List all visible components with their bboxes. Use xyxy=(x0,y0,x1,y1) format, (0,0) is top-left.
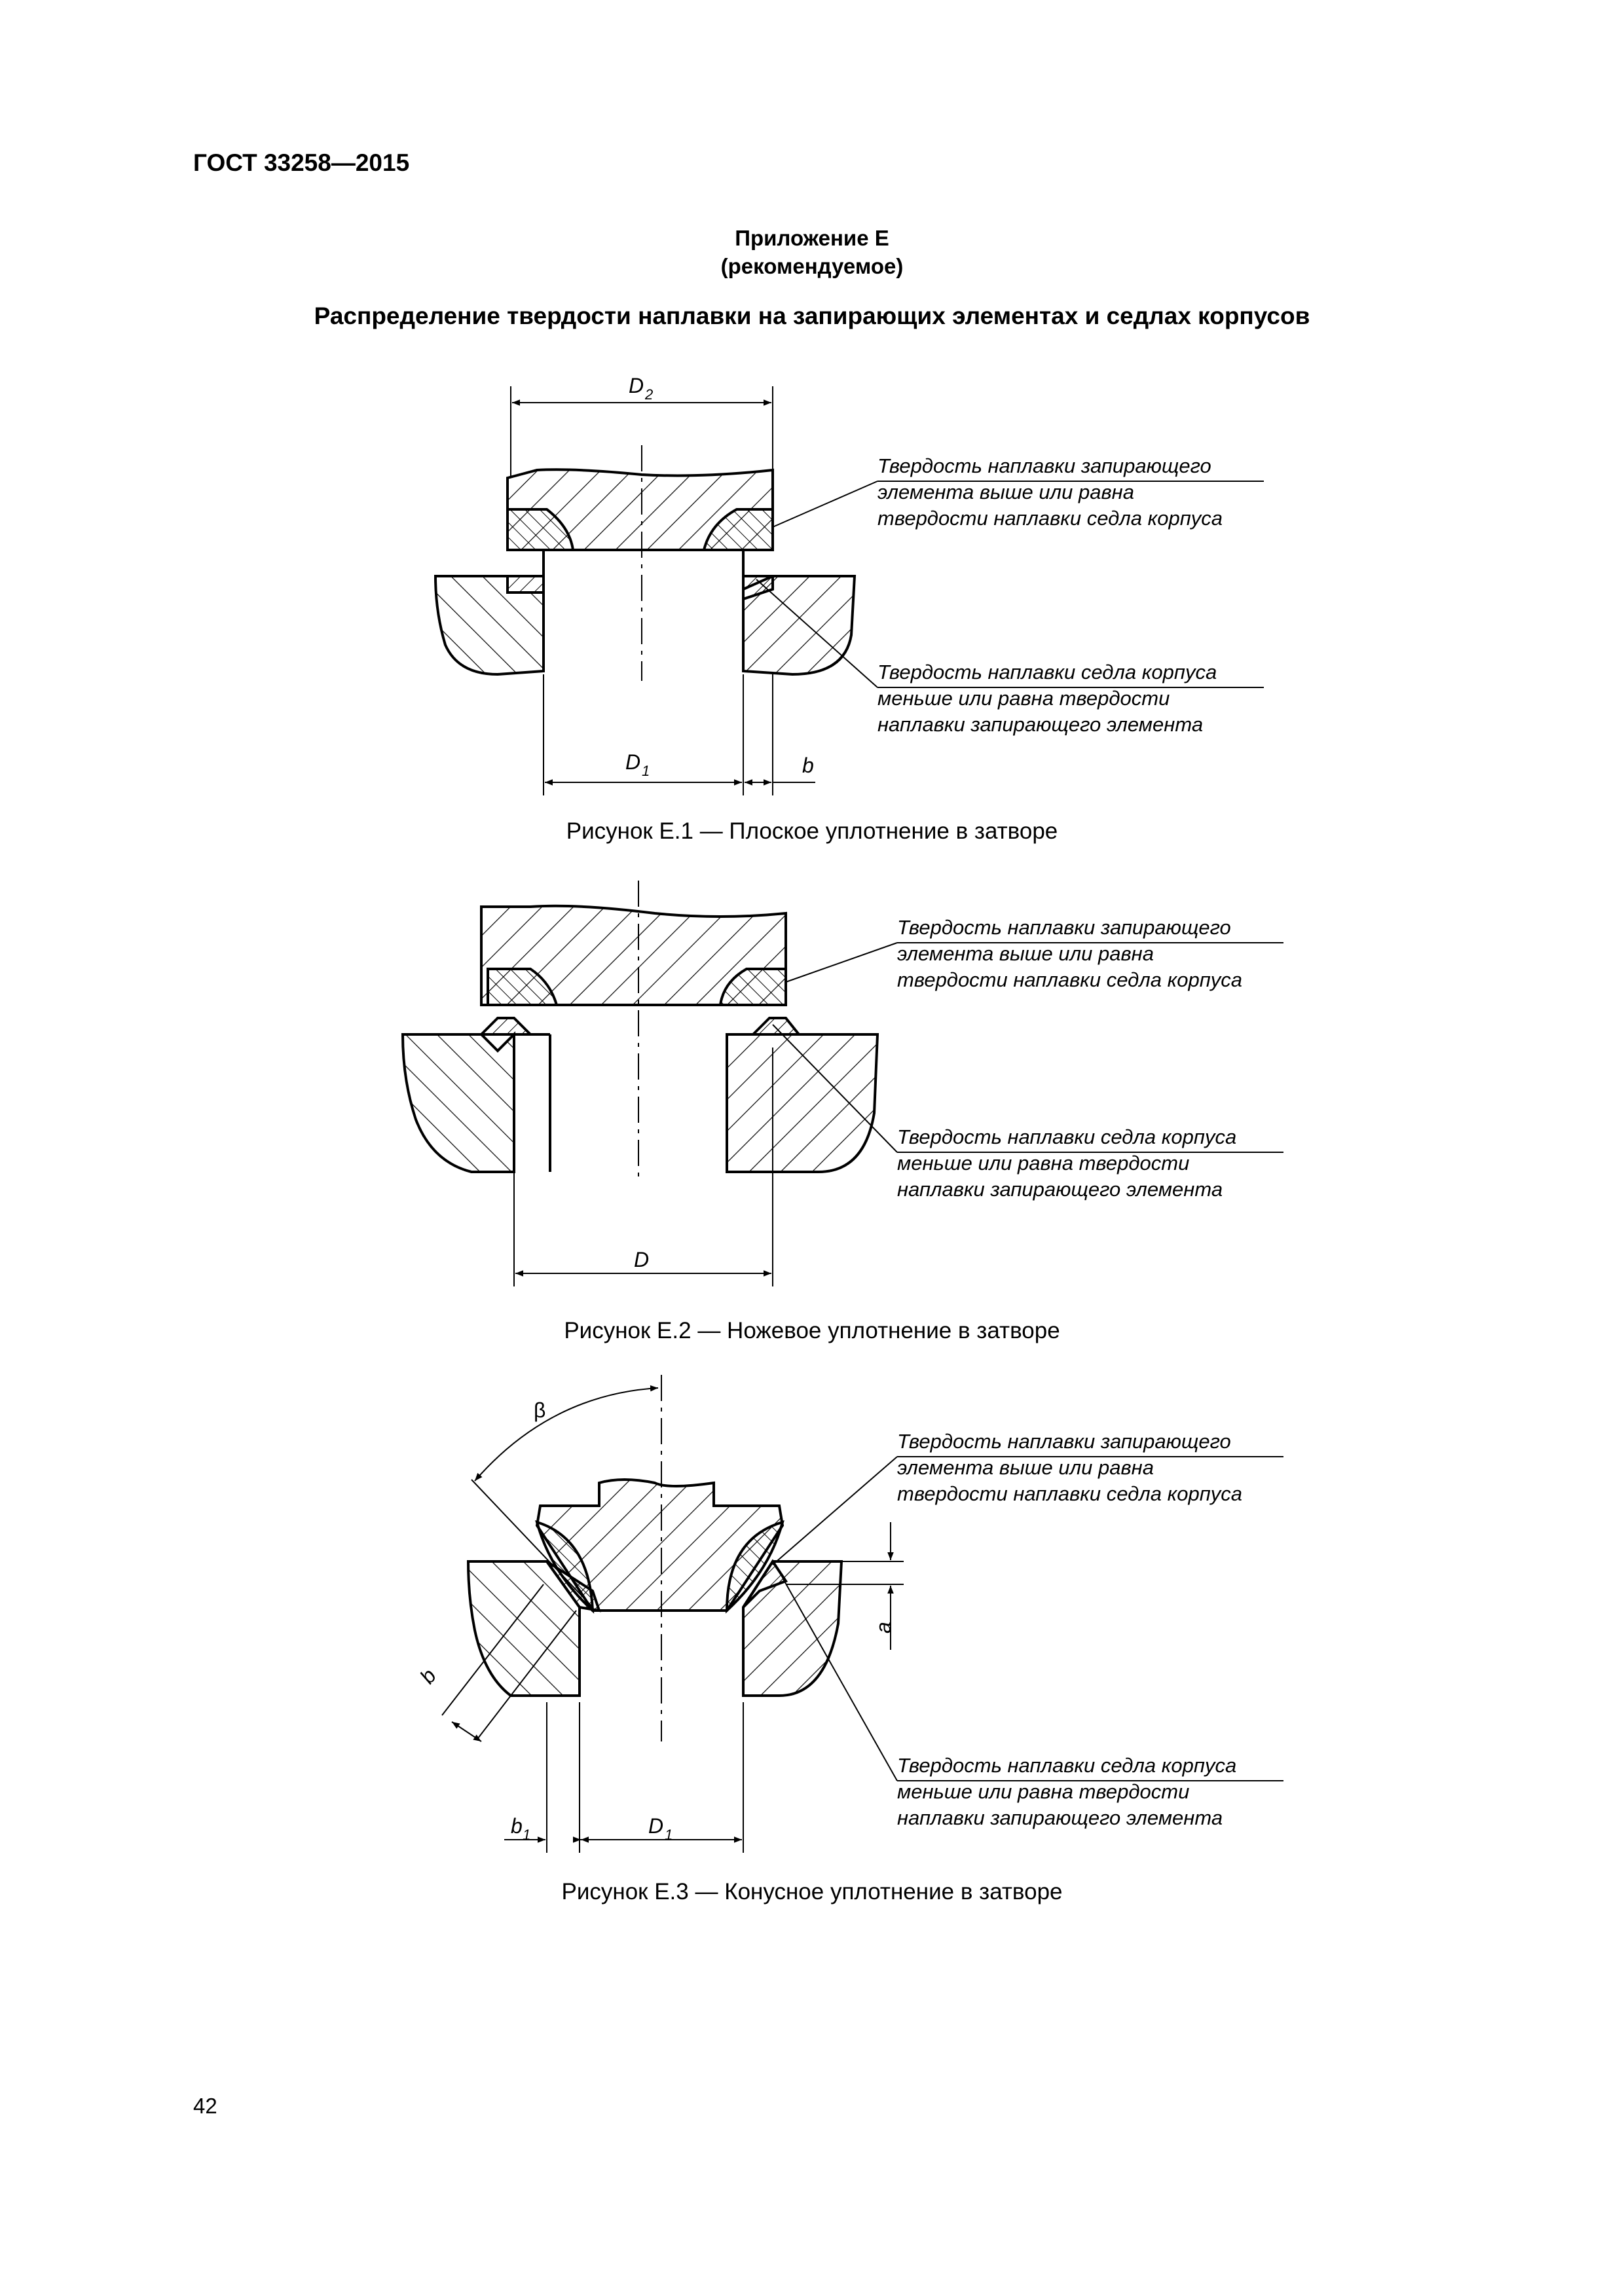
note-upper-line1: Твердость наплавки запирающего xyxy=(897,916,1231,939)
dim-d1-subscript: 1 xyxy=(665,1827,673,1843)
note-upper-line1: Твердость наплавки запирающего xyxy=(897,1430,1231,1453)
dim-d1-label: D xyxy=(648,1814,663,1838)
dim-d-label: D xyxy=(634,1248,649,1271)
dim-b-label: b xyxy=(415,1664,441,1688)
note-lower-line2: меньше или равна твердости xyxy=(897,1152,1189,1175)
annex-status: (рекомендуемое) xyxy=(720,254,904,278)
note-upper-line2: элемента выше или равна xyxy=(877,481,1134,503)
figure-e1-labels: D 2 D 1 b Твердость наплавки запирающего… xyxy=(625,374,1223,779)
note-lower-line1: Твердость наплавки седла корпуса xyxy=(877,661,1217,683)
figure-e3-labels: β b a b 1 D 1 Твердость наплавки запираю… xyxy=(415,1398,1242,1843)
dim-d1-label: D xyxy=(625,750,640,774)
note-lower-line2: меньше или равна твердости xyxy=(877,687,1170,710)
figure-e3-caption: Рисунок Е.3 — Конусное уплотнение в затв… xyxy=(561,1879,1063,1904)
note-upper-line3: твердости наплавки седла корпуса xyxy=(877,507,1223,530)
annex-name: Приложение Е xyxy=(735,226,889,250)
note-upper-line2: элемента выше или равна xyxy=(897,1456,1154,1479)
dim-d2-subscript: 2 xyxy=(644,386,653,403)
dim-d1-subscript: 1 xyxy=(642,763,650,779)
dim-b1-label: b xyxy=(511,1814,523,1838)
note-upper-line2: элемента выше или равна xyxy=(897,942,1154,965)
page-number: 42 xyxy=(193,2094,217,2118)
note-lower-line3: наплавки запирающего элемента xyxy=(877,713,1203,736)
dim-b1-subscript: 1 xyxy=(523,1827,530,1843)
figure-e3-drawing xyxy=(441,1375,1283,1853)
note-lower-line3: наплавки запирающего элемента xyxy=(897,1806,1223,1829)
figure-e2-caption: Рисунок Е.2 — Ножевое уплотнение в затво… xyxy=(564,1318,1060,1343)
note-lower-line3: наплавки запирающего элемента xyxy=(897,1178,1223,1201)
note-lower-line1: Твердость наплавки седла корпуса xyxy=(897,1125,1236,1148)
note-upper-line1: Твердость наплавки запирающего xyxy=(877,454,1211,477)
figure-e1-drawing xyxy=(434,386,1264,795)
figure-e2-labels: D Твердость наплавки запирающего элемент… xyxy=(634,916,1242,1271)
note-upper-line3: твердости наплавки седла корпуса xyxy=(897,1482,1242,1505)
standard-number: ГОСТ 33258—2015 xyxy=(193,149,410,176)
figure-e1-caption: Рисунок Е.1 — Плоское уплотнение в затво… xyxy=(566,818,1058,844)
dim-beta-label: β xyxy=(534,1398,545,1422)
dim-b-label: b xyxy=(802,754,814,777)
figure-e2-drawing xyxy=(401,881,1283,1286)
annex-title: Распределение твердости наплавки на запи… xyxy=(314,302,1310,329)
note-lower-line1: Твердость наплавки седла корпуса xyxy=(897,1754,1236,1777)
note-upper-line3: твердости наплавки седла корпуса xyxy=(897,968,1242,991)
dim-d2-label: D xyxy=(629,374,644,397)
note-lower-line2: меньше или равна твердости xyxy=(897,1780,1189,1803)
dim-a-label: a xyxy=(872,1622,895,1633)
